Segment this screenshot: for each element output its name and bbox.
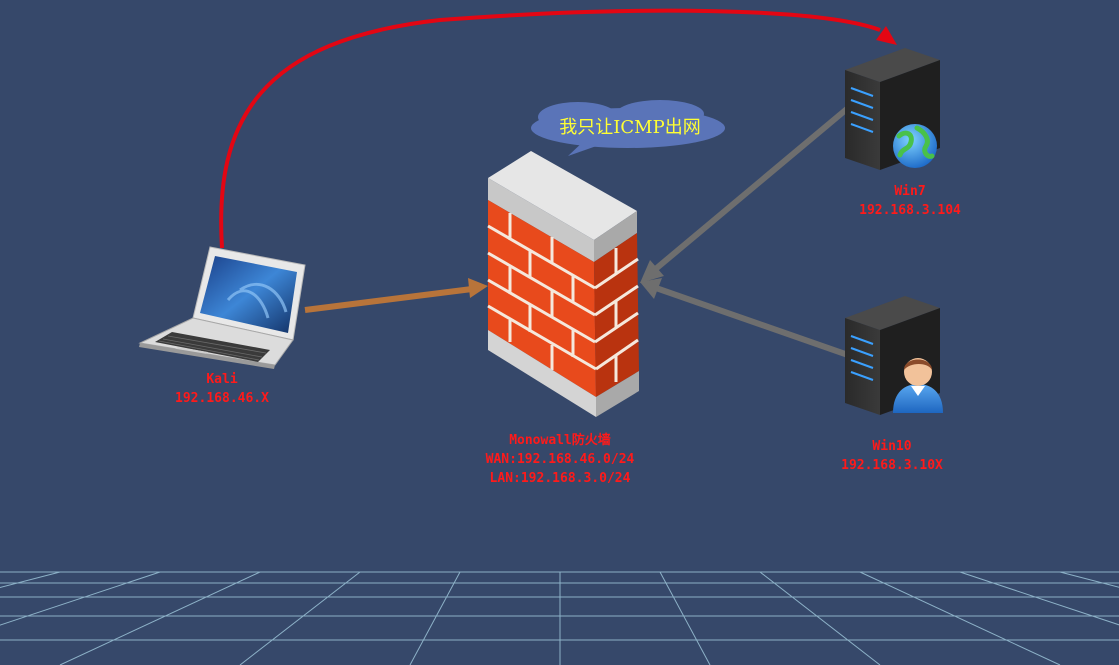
laptop-icon — [138, 246, 306, 369]
win10-to-firewall-arrow — [640, 278, 849, 358]
globe-icon — [893, 124, 937, 168]
win7-server-icon — [845, 48, 940, 170]
win7-ip: 192.168.3.104 — [859, 203, 961, 218]
kali-ip: 192.168.46.X — [175, 391, 269, 406]
win10-ip: 192.168.3.10X — [841, 458, 943, 473]
firewall-lan: LAN:192.168.3.0/24 — [489, 471, 631, 486]
win10-label: Win10 192.168.3.10X — [812, 437, 972, 475]
kali-label: Kali 192.168.46.X — [142, 370, 302, 408]
speech-bubble — [531, 100, 725, 156]
firewall-icon — [487, 151, 639, 417]
kali-name: Kali — [206, 372, 238, 387]
win7-name: Win7 — [894, 184, 926, 199]
user-icon — [893, 358, 943, 413]
win7-label: Win7 192.168.3.104 — [830, 182, 990, 220]
firewall-wan: WAN:192.168.46.0/24 — [485, 452, 635, 467]
kali-to-firewall-arrow — [304, 278, 488, 313]
win10-server-icon — [845, 296, 943, 415]
floor-grid — [0, 571, 1119, 665]
win7-to-firewall-arrow — [640, 105, 850, 283]
speech-bubble-text: 我只让ICMP出网 — [559, 117, 701, 138]
firewall-label: Monowall防火墙 WAN:192.168.46.0/24 LAN:192.… — [470, 431, 650, 488]
firewall-name: Monowall防火墙 — [509, 433, 611, 448]
icmp-tunnel-arrow — [219, 8, 897, 249]
win10-name: Win10 — [872, 439, 912, 454]
